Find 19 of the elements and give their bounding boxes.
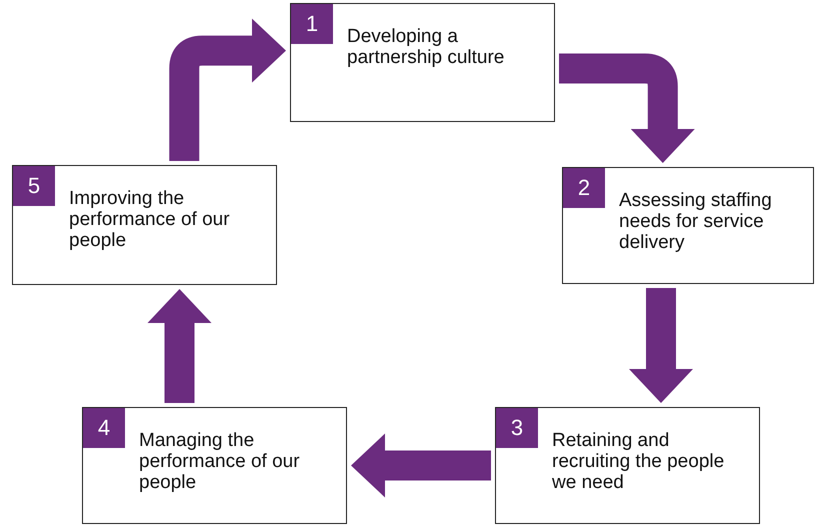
- step-text: Assessing staffing needs for service delivery: [619, 190, 773, 253]
- step-box: [495, 407, 760, 524]
- block-arrow: [351, 434, 491, 498]
- step-number: 2: [563, 168, 605, 208]
- step-box: [12, 165, 277, 285]
- step-number: 5: [13, 166, 55, 206]
- block-arrow: [629, 288, 693, 403]
- step-box: [562, 167, 814, 284]
- block-arrow: [148, 289, 212, 403]
- step-text: Improving the performance of our people: [69, 188, 231, 251]
- step-number: 4: [83, 408, 125, 448]
- step-text: Managing the performance of our people: [139, 430, 301, 493]
- block-arrow: [169, 18, 286, 161]
- step-number: 1: [291, 4, 333, 44]
- step-box: [82, 407, 347, 524]
- step-box: [290, 3, 555, 122]
- step-text: Developing a partnership culture: [347, 26, 506, 68]
- step-number: 3: [496, 408, 538, 448]
- step-text: Retaining and recruiting the people we need: [552, 430, 726, 493]
